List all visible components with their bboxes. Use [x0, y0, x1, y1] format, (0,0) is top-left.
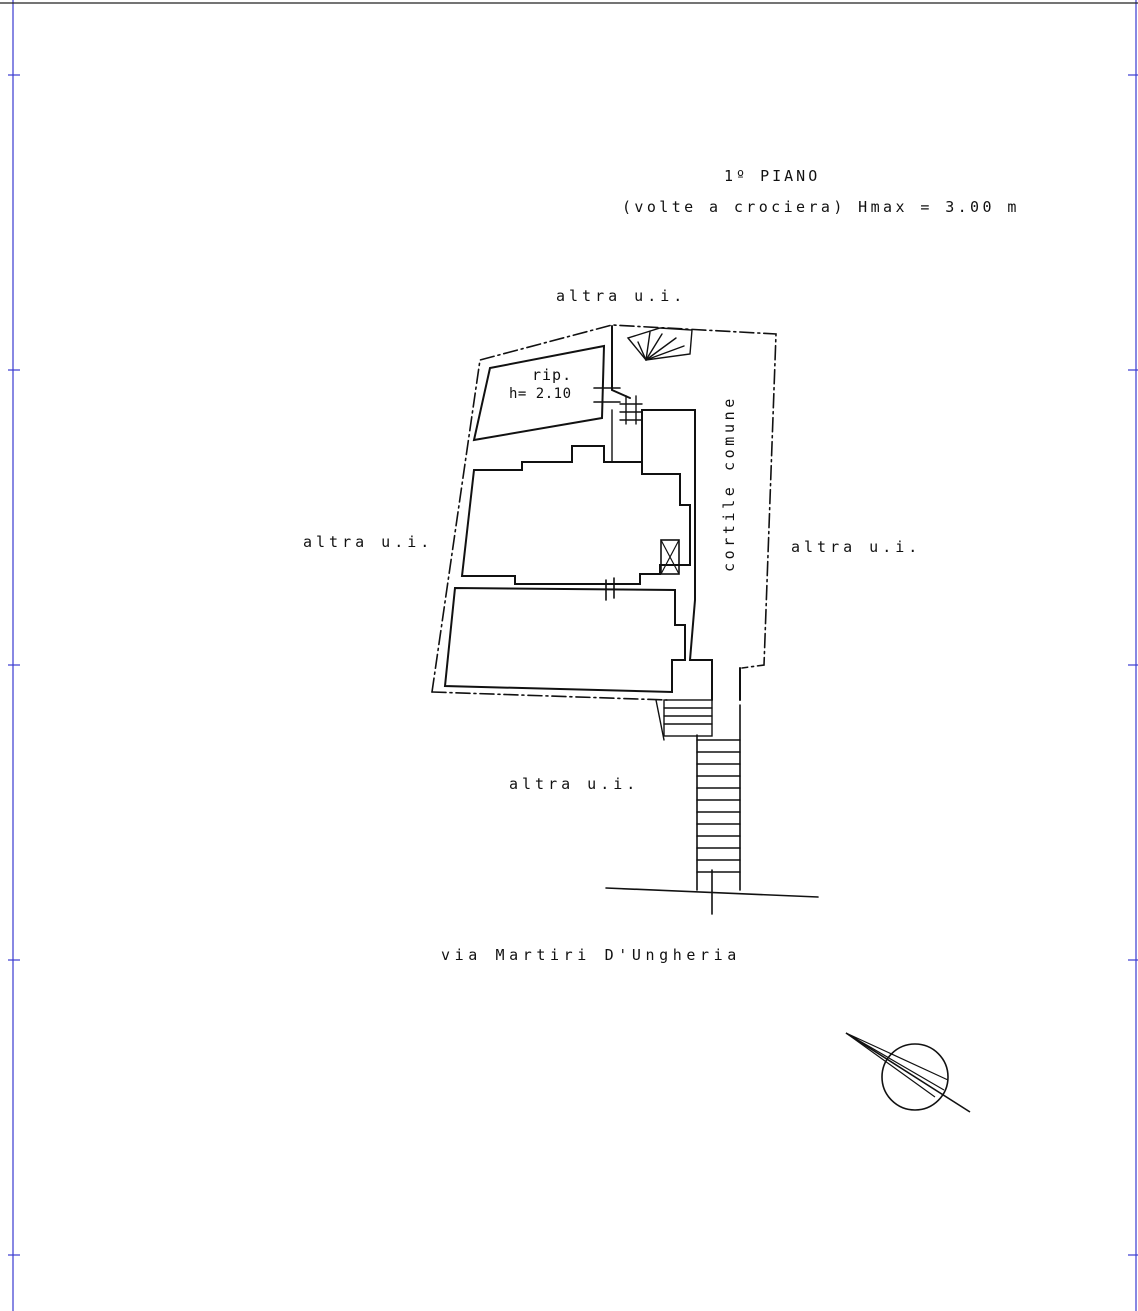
elevator-box: [660, 539, 680, 575]
street-name: via Martiri D'Ungheria: [441, 946, 741, 964]
storage-height: h= 2.10: [509, 386, 572, 402]
storage-room: [472, 344, 606, 442]
landing-staircase: [655, 699, 713, 741]
vault-note: (volte a crociera) Hmax = 3.00 m: [622, 198, 1020, 216]
street-edge: [605, 887, 819, 898]
external-staircase: [696, 704, 741, 915]
courtyard-label: cortile comune: [720, 395, 738, 572]
room-lower: [443, 586, 686, 694]
compass-rose-icon: [845, 1032, 971, 1113]
neighbor-label-right: altra u.i.: [791, 538, 922, 556]
spiral-staircase: [626, 327, 693, 361]
floor-title: 1º PIANO: [724, 167, 821, 185]
neighbor-label-top: altra u.i.: [556, 287, 687, 305]
neighbor-label-bottom: altra u.i.: [509, 775, 640, 793]
storage-label: rip.: [532, 366, 573, 384]
property-boundary: [431, 324, 777, 693]
room-upper: [460, 445, 691, 585]
neighbor-label-left: altra u.i.: [303, 533, 434, 551]
